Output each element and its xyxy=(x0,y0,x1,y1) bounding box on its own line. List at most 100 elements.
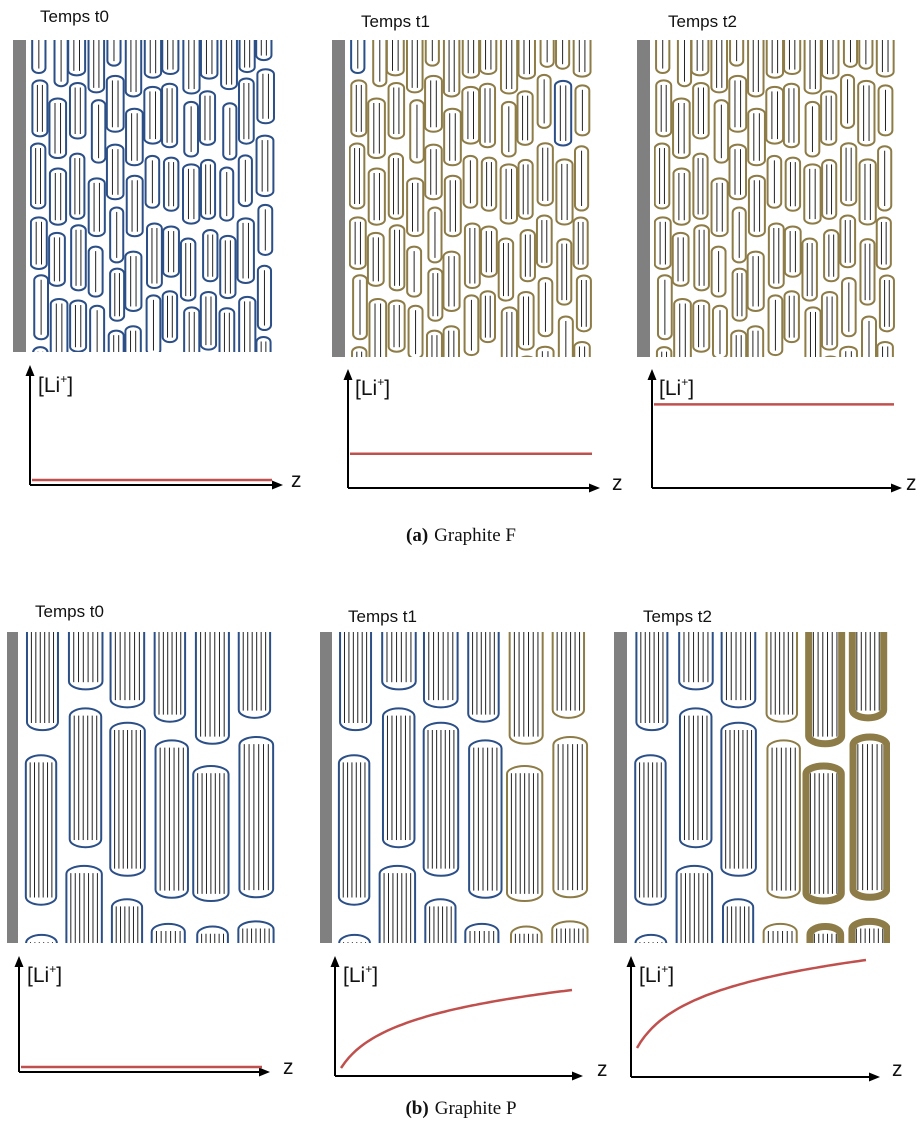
graphite-particle xyxy=(68,82,87,140)
graphite-particle xyxy=(442,250,461,312)
graphite-particle xyxy=(839,345,858,357)
graphite-particle xyxy=(367,97,386,160)
graphite-particle xyxy=(143,40,163,79)
graphite-particle xyxy=(765,85,785,145)
graphite-particle xyxy=(767,294,784,357)
graphite-particle xyxy=(859,238,876,306)
graphite-particle xyxy=(107,329,125,352)
graphite-particle xyxy=(497,237,515,302)
concentration-plot: [Li+] z xyxy=(647,369,917,495)
graphite-particle xyxy=(30,142,47,210)
graphite-particle xyxy=(202,229,219,283)
graphite-particle xyxy=(461,85,481,145)
particle-field xyxy=(654,40,895,357)
graphite-particle xyxy=(338,933,371,943)
graphite-particle xyxy=(840,73,856,129)
graphite-particle xyxy=(238,40,256,74)
graphite-particle xyxy=(877,84,894,137)
graphite-particle xyxy=(144,154,161,209)
graphite-particle xyxy=(442,40,461,98)
graphite-particle xyxy=(424,898,457,943)
graphite-particle xyxy=(378,864,417,943)
time-label: Temps t0 xyxy=(40,7,109,26)
graphite-particle xyxy=(388,224,406,292)
panel-a-t1: Temps t1 [Li+] z xyxy=(332,12,623,495)
graphite-particle xyxy=(690,40,710,77)
graphite-particle xyxy=(161,40,180,76)
graphite-particle xyxy=(499,163,518,225)
panel-b-t0: Temps t0 [Li+] z xyxy=(7,602,294,1079)
graphite-particle xyxy=(509,925,543,943)
graphite-particle xyxy=(747,40,765,98)
graphite-particle xyxy=(461,40,481,79)
graphite-particle xyxy=(387,152,405,220)
y-axis-label: [Li+] xyxy=(343,962,378,987)
graphite-particle xyxy=(442,325,460,357)
graphite-particle xyxy=(67,632,104,691)
graphite-particle xyxy=(654,216,672,270)
graphite-particle xyxy=(655,346,673,357)
graphite-particle xyxy=(69,299,88,352)
graphite-particle xyxy=(143,85,163,145)
graphite-particle xyxy=(728,74,748,133)
graphite-particle xyxy=(70,224,87,292)
graphite-particle xyxy=(848,917,890,943)
graphite-particle xyxy=(153,632,187,723)
graphite-particle xyxy=(575,274,592,333)
graphite-particle xyxy=(463,294,480,357)
graphite-particle xyxy=(237,154,253,208)
graphite-particle xyxy=(731,267,748,322)
graphite-particle xyxy=(124,325,142,352)
graphite-particle xyxy=(553,79,573,147)
graphite-particle xyxy=(366,231,385,287)
graphite-particle xyxy=(125,174,144,238)
graphite-particle xyxy=(125,107,144,167)
x-axis-arrow xyxy=(572,1071,583,1081)
graphite-particle xyxy=(222,102,238,161)
graphite-particle xyxy=(849,733,890,901)
x-axis-label: z xyxy=(612,472,623,495)
graphite-particle xyxy=(655,40,671,75)
graphite-particle xyxy=(499,40,519,95)
graphite-particle xyxy=(218,307,236,352)
separator xyxy=(637,40,650,357)
graphite-particle xyxy=(427,267,444,322)
graphite-particle xyxy=(110,898,144,943)
graphite-particle xyxy=(255,134,275,198)
y-axis-label: [Li+] xyxy=(639,962,674,987)
graphite-particle xyxy=(387,299,406,353)
graphite-particle xyxy=(109,632,146,709)
x-axis-arrow xyxy=(869,1072,880,1082)
y-axis-label: [Li+] xyxy=(38,372,73,397)
graphite-particle xyxy=(875,216,892,270)
graphite-particle xyxy=(655,79,673,138)
graphite-particle xyxy=(237,632,272,719)
graphite-particle xyxy=(656,274,673,341)
graphite-particle xyxy=(255,335,272,352)
graphite-particle xyxy=(803,163,822,225)
separator xyxy=(7,632,18,943)
graphite-particle xyxy=(634,754,667,906)
graphite-particle xyxy=(824,355,837,357)
x-axis-label: z xyxy=(291,469,302,492)
x-axis-label: z xyxy=(283,1056,294,1079)
graphite-particle xyxy=(500,306,518,357)
graphite-particle xyxy=(857,79,876,147)
graphite-particle xyxy=(256,264,273,332)
panel-b-t2: Temps t2 [Li+] z xyxy=(614,607,903,1082)
graphite-particle xyxy=(339,632,373,732)
graphite-particle xyxy=(238,735,275,899)
graphite-particle xyxy=(762,922,798,943)
graphite-particle xyxy=(256,68,275,125)
graphite-particle xyxy=(463,222,481,290)
graphite-particle xyxy=(406,177,425,238)
graphite-particle xyxy=(535,214,553,269)
graphite-particle xyxy=(552,735,589,899)
graphite-particle xyxy=(150,922,186,943)
graphite-particle xyxy=(783,225,802,278)
electrode-particles xyxy=(634,632,890,943)
graphite-particle xyxy=(443,107,462,167)
caption-b: (b)Graphite P xyxy=(405,1098,516,1119)
concentration-plot: [Li+] z xyxy=(343,369,623,495)
